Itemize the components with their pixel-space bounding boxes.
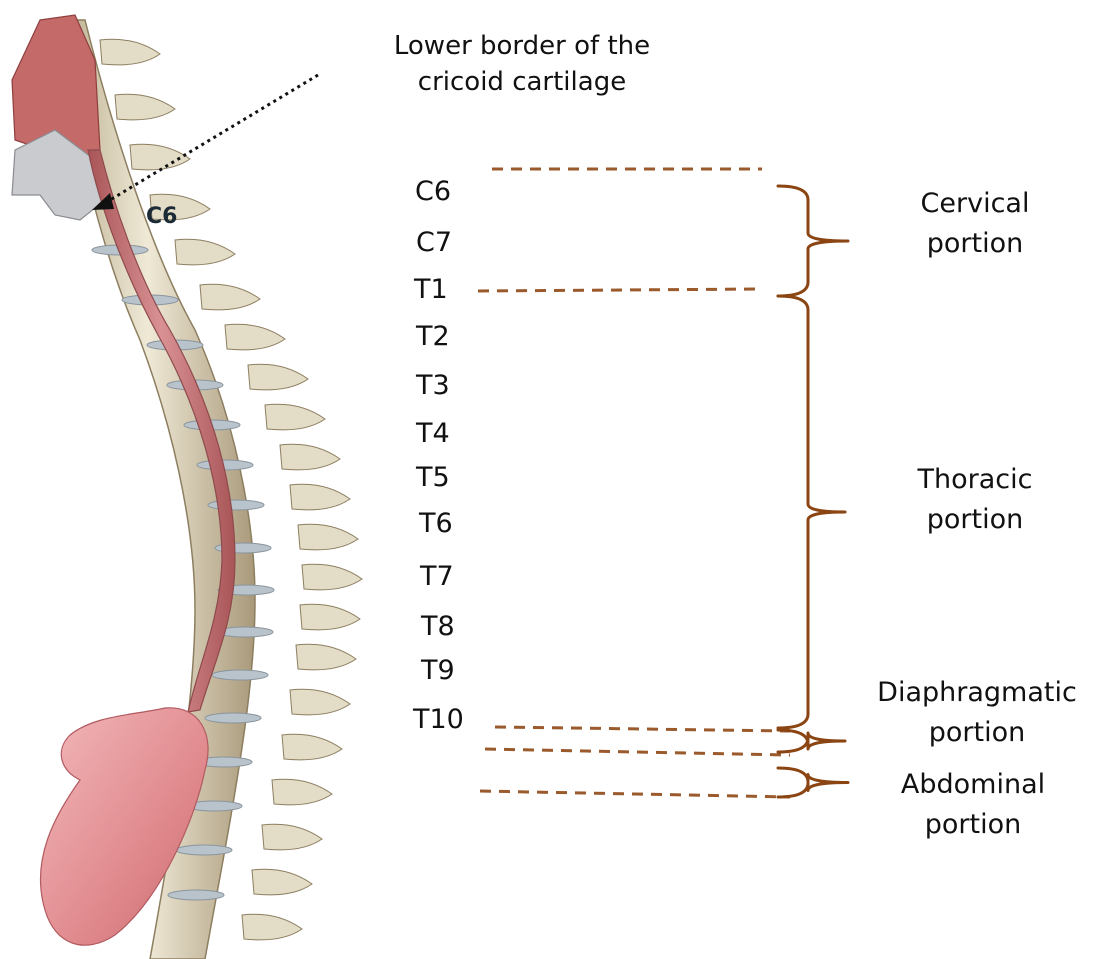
disc-16 [168, 890, 224, 900]
spinous-process-1 [100, 39, 160, 65]
thoracic-line-2: portion [918, 500, 1033, 540]
vertebra-label-t4: T4 [416, 420, 450, 447]
level-line-abdominal [480, 791, 790, 797]
vertebra-label-c7: C7 [416, 229, 452, 256]
spinous-process-7 [225, 324, 285, 350]
cervical-bracket [778, 186, 848, 296]
spinous-process-9 [265, 404, 325, 430]
diaphragmatic-line-2: portion [877, 713, 1077, 753]
spinous-process-6 [200, 284, 260, 310]
diaphragmatic-bracket [778, 730, 845, 752]
spinous-process-3 [130, 144, 190, 170]
thoracic-portion-label: Thoracic portion [918, 460, 1033, 540]
abdominal-line-2: portion [901, 805, 1045, 845]
disc-11 [212, 670, 268, 680]
spinous-process-8 [248, 364, 308, 390]
spinous-process-14 [300, 604, 360, 630]
disc-15 [176, 845, 232, 855]
spinous-process-17 [282, 734, 342, 760]
thoracic-bracket [778, 296, 845, 728]
vertebra-label-t2: T2 [416, 323, 450, 350]
diaphragmatic-line-1: Diaphragmatic [877, 673, 1077, 713]
level-line-t1 [478, 289, 762, 291]
vertebra-label-t9: T9 [421, 657, 455, 684]
vertebra-label-t8: T8 [421, 613, 455, 640]
diaphragmatic-portion-label: Diaphragmatic portion [877, 673, 1077, 753]
portion-brackets [778, 186, 848, 797]
spinous-process-10 [280, 444, 340, 470]
annotation-arrow-line [105, 75, 318, 203]
vertebra-label-t3: T3 [416, 372, 450, 399]
disc-12 [205, 713, 261, 723]
disc-7 [208, 500, 264, 510]
spinous-process-16 [290, 689, 350, 715]
abdominal-line-1: Abdominal [901, 765, 1045, 805]
vertebra-label-t1: T1 [414, 276, 448, 303]
spinous-process-20 [252, 869, 312, 895]
vertebra-label-c6: C6 [415, 178, 451, 205]
disc-6 [197, 460, 253, 470]
vertebra-label-t10: T10 [413, 706, 464, 733]
spinous-process-13 [302, 564, 362, 590]
cricoid-annotation: Lower border of the cricoid cartilage [394, 28, 650, 100]
spinous-process-19 [262, 824, 322, 850]
annotation-line-1: Lower border of the [394, 28, 650, 64]
vertebral-level-lines [478, 169, 790, 797]
vertebra-label-t6: T6 [419, 510, 453, 537]
spinous-process-15 [296, 644, 356, 670]
cervical-portion-label: Cervical portion [921, 184, 1030, 264]
cervical-line-1: Cervical [921, 184, 1030, 224]
spinous-process-11 [290, 484, 350, 510]
spinous-process-2 [115, 94, 175, 120]
vertebra-label-t5: T5 [416, 464, 450, 491]
spinous-process-18 [272, 779, 332, 805]
abdominal-portion-label: Abdominal portion [901, 765, 1045, 845]
thoracic-line-1: Thoracic [918, 460, 1033, 500]
level-line-t10 [495, 727, 790, 731]
abdominal-bracket [778, 768, 848, 797]
spinous-process-5 [175, 239, 235, 265]
annotation-line-2: cricoid cartilage [394, 64, 650, 100]
cervical-line-2: portion [921, 224, 1030, 264]
vertebra-label-t7: T7 [420, 563, 454, 590]
level-line-diaphragm [485, 749, 790, 755]
spinous-process-12 [298, 524, 358, 550]
spinous-process-21 [242, 914, 302, 940]
spine-c6-tag: C6 [146, 206, 177, 228]
